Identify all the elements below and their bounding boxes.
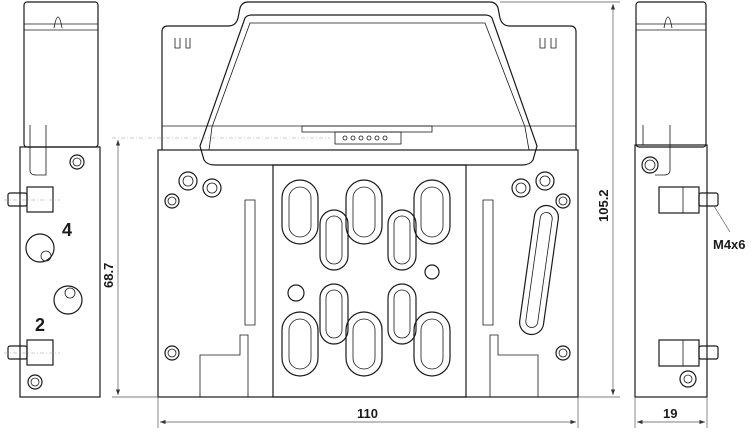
front-view bbox=[157, 1, 579, 398]
fitting bbox=[658, 339, 700, 367]
holes bbox=[164, 171, 571, 361]
handle bbox=[199, 14, 538, 166]
valve-body bbox=[634, 144, 708, 398]
port-4-label: 4 bbox=[62, 220, 72, 240]
oval-ports bbox=[281, 179, 451, 377]
right-side-view: M4x6 bbox=[634, 1, 746, 398]
dim-height-total: 105.2 bbox=[596, 189, 611, 222]
dim-height-base: 68.7 bbox=[101, 263, 116, 288]
connector-pins bbox=[342, 135, 388, 141]
port-4-circle bbox=[25, 233, 55, 263]
top-housing bbox=[161, 1, 577, 150]
screw bbox=[679, 370, 697, 388]
fitting bbox=[26, 339, 54, 366]
connector bbox=[334, 131, 402, 145]
left-side-view: 4 2 bbox=[4, 1, 101, 398]
center-plate bbox=[272, 164, 467, 398]
port-2-circle bbox=[53, 285, 83, 315]
latch-right bbox=[539, 38, 557, 49]
latch-left bbox=[174, 38, 191, 49]
slot bbox=[519, 204, 559, 336]
fitting bbox=[658, 186, 700, 214]
dimensions: 68.7 105.2 110 19 bbox=[101, 1, 708, 428]
dim-width-front: 110 bbox=[357, 406, 378, 421]
callout-leader bbox=[713, 205, 731, 233]
dim-width-side: 19 bbox=[663, 406, 677, 421]
thread-callout: M4x6 bbox=[713, 237, 746, 252]
fitting bbox=[26, 186, 54, 213]
solenoid-housing bbox=[635, 1, 707, 148]
screw bbox=[27, 374, 43, 390]
valve-body bbox=[19, 146, 101, 398]
port-2-label: 2 bbox=[35, 315, 45, 335]
